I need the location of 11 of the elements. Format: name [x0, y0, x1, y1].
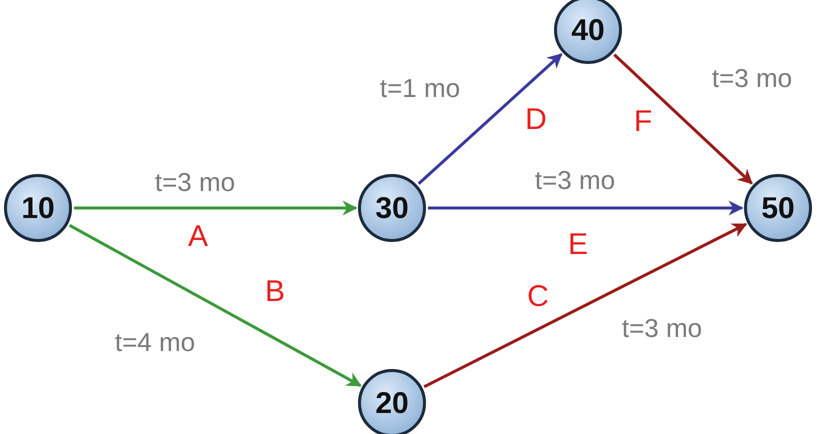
- arrow: [418, 53, 562, 185]
- duration-label: t=4 mo: [114, 329, 196, 355]
- duration-label: t=3 mo: [154, 169, 236, 195]
- duration-label: t=3 mo: [534, 167, 616, 193]
- duration-label: t=3 mo: [622, 315, 702, 341]
- arrow: [68, 224, 362, 387]
- arrow: [428, 200, 744, 216]
- duration-label: t=1 mo: [380, 75, 460, 101]
- arrow: [613, 54, 753, 184]
- duration-label: t=3 mo: [712, 65, 792, 91]
- arrow: [74, 200, 358, 216]
